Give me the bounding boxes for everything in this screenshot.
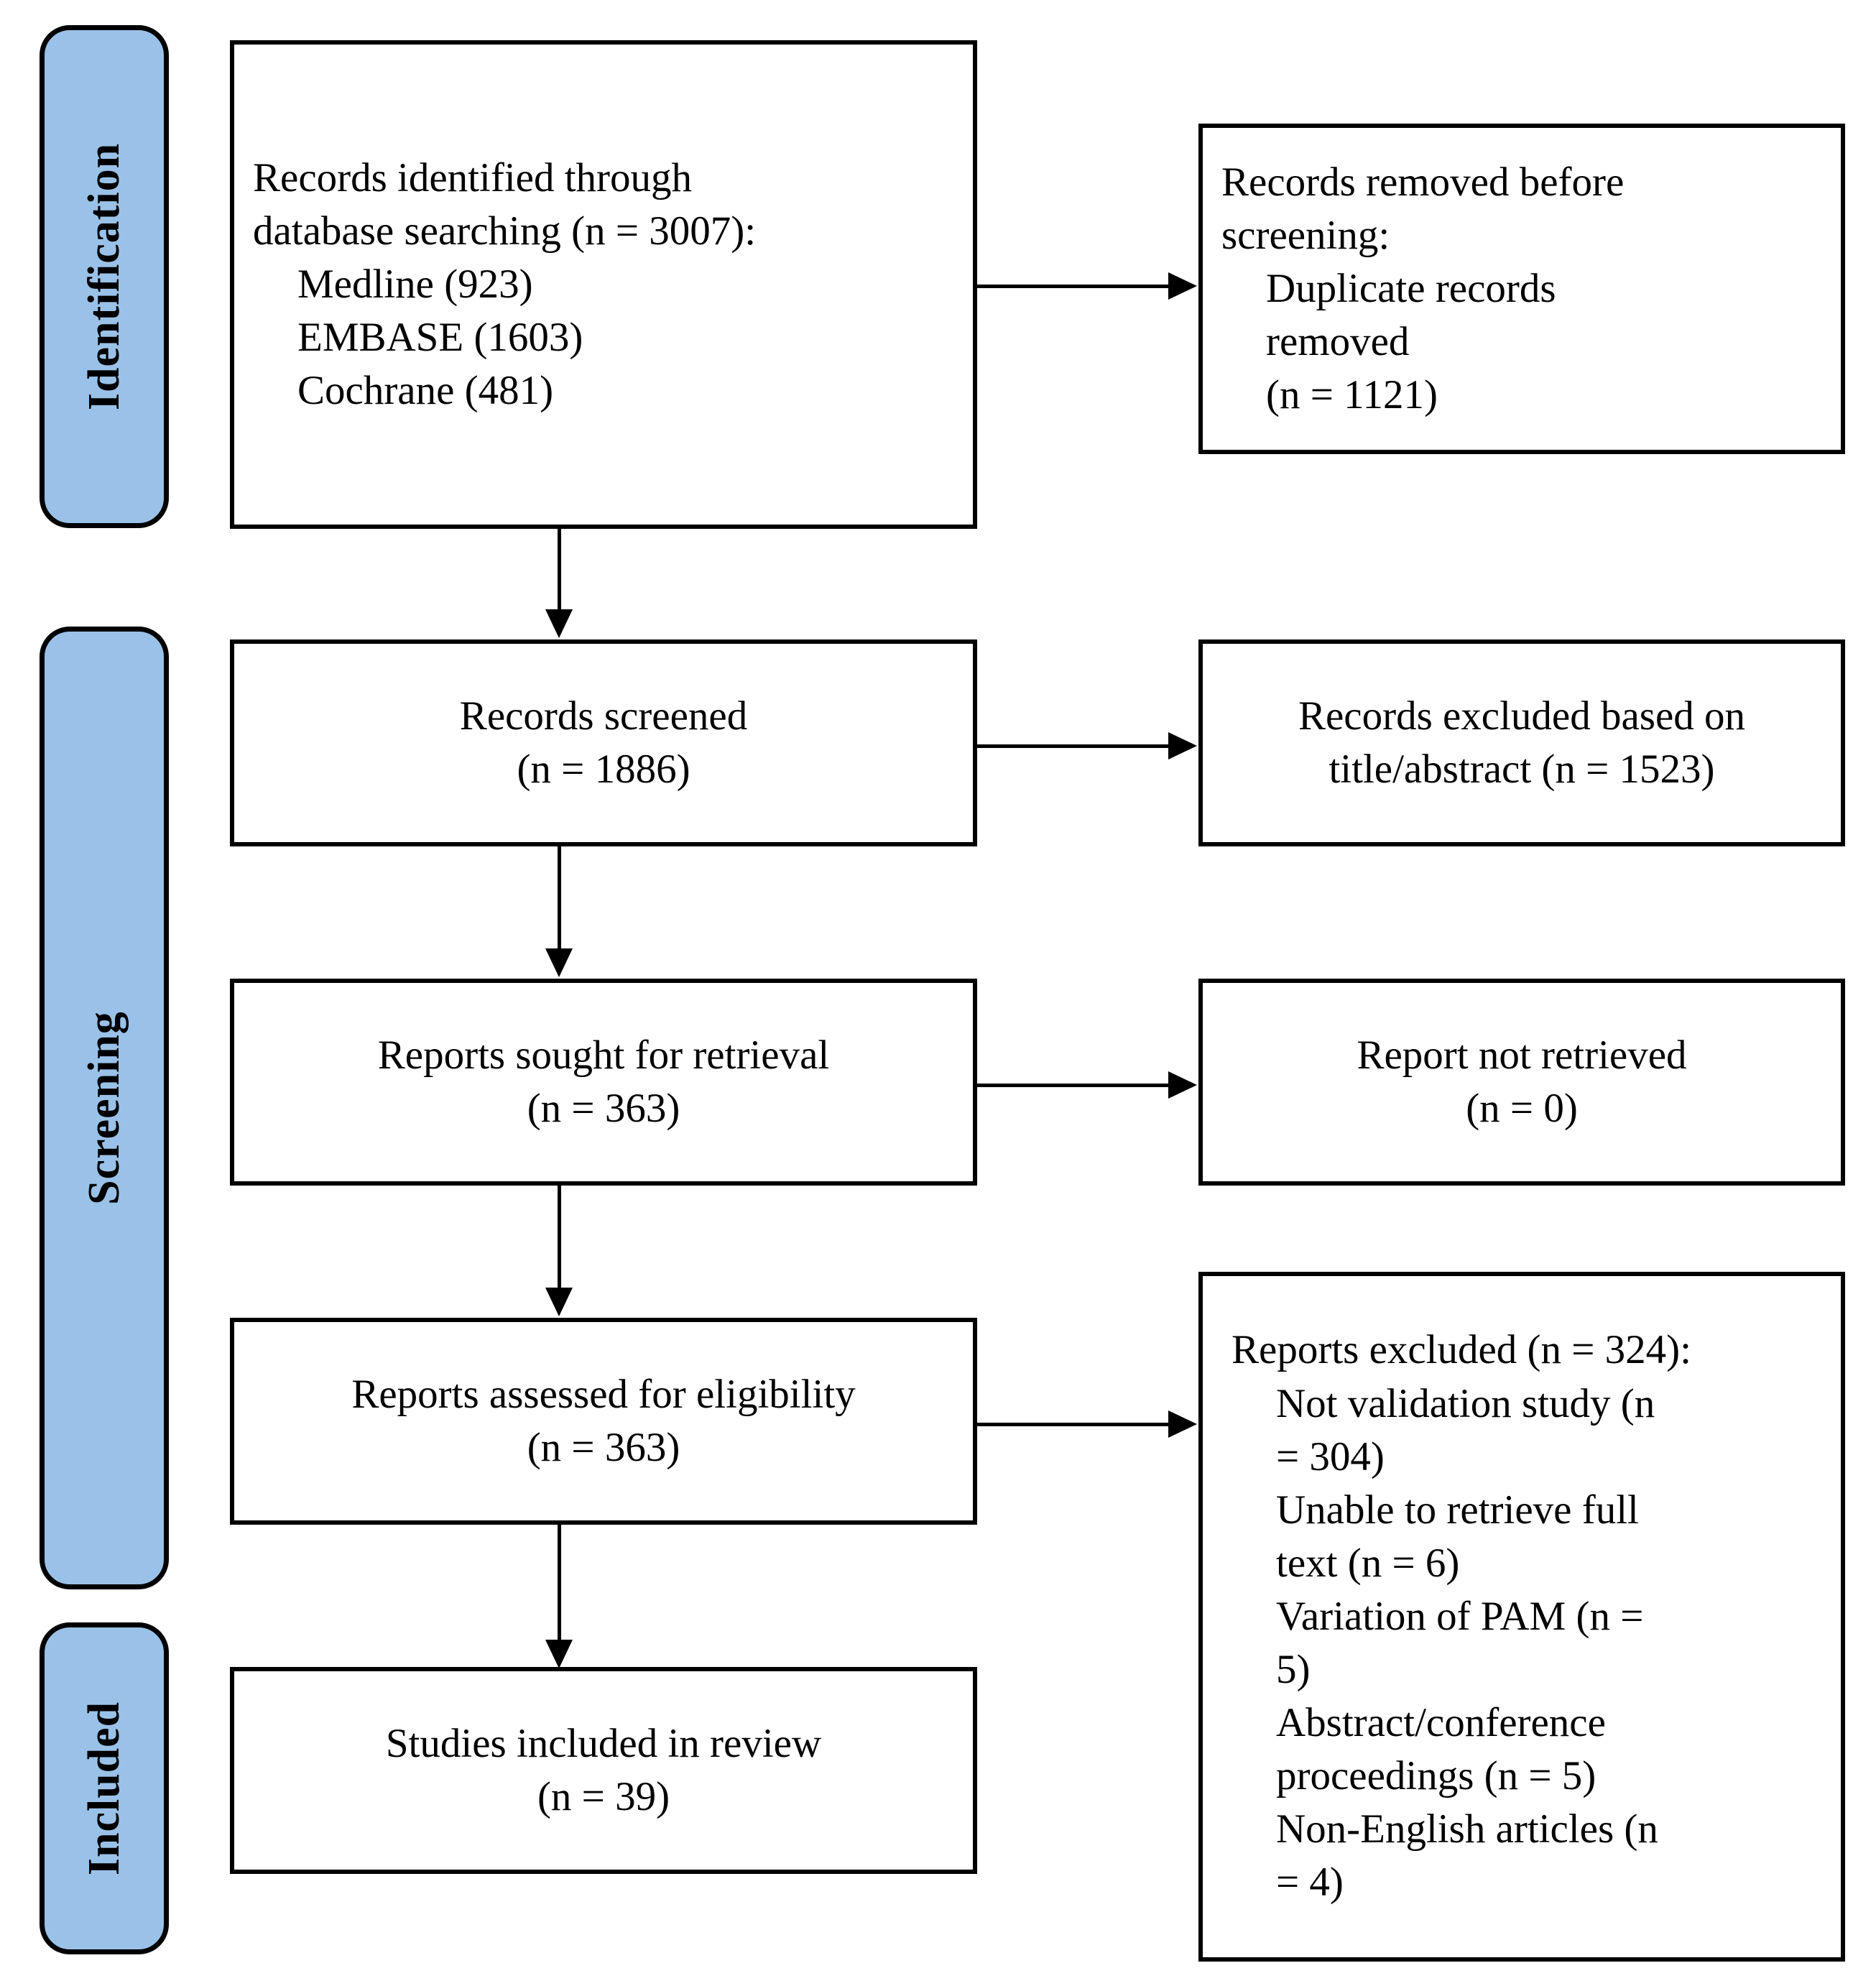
reports-sought-line1: Reports sought for retrieval [377,1032,830,1078]
records-excluded-line1: Records excluded based on [1298,693,1746,739]
reports-excluded-reason1: Not validation study (n [1276,1380,1655,1426]
box-report-not-retrieved: Report not retrieved (n = 0) [1198,979,1845,1186]
studies-included-line1: Studies included in review [385,1720,822,1766]
report-not-retrieved-line1: Report not retrieved [1357,1032,1687,1078]
arrowhead-sought-to-assessed [545,1288,573,1316]
stage-label-included: Included [80,1701,129,1876]
stage-label-screening: Screening [80,1011,129,1205]
arrowhead-assessed-to-included [545,1640,573,1668]
reports-excluded-heading: Reports excluded (n = 324): [1232,1327,1691,1373]
box-records-excluded-text: Records excluded based on title/abstract … [1203,690,1841,796]
arrowhead-assessed-to-excluded [1168,1410,1197,1438]
records-screened-line1: Records screened [459,693,748,739]
records-identified-source-embase: EMBASE (1603) [297,315,583,361]
records-identified-source-medline: Medline (923) [297,261,533,307]
reports-excluded-reason1-cont: = 304) [1276,1433,1385,1479]
reports-excluded-reason3: Variation of PAM (n = [1276,1593,1644,1639]
box-reports-assessed-text: Reports assessed for eligibility (n = 363… [234,1368,973,1474]
records-identified-line1: Records identified through [253,154,693,200]
box-report-not-retrieved-text: Report not retrieved (n = 0) [1203,1029,1841,1135]
records-removed-line3: Duplicate records [1266,265,1556,311]
connector-assessed-to-included [558,1525,561,1645]
box-reports-sought: Reports sought for retrieval (n = 363) [230,979,977,1186]
reports-sought-line2: (n = 363) [527,1086,680,1131]
box-records-removed-text: Records removed before screening: Duplicat… [1203,156,1841,422]
box-records-screened-text: Records screened (n = 1886) [234,690,973,796]
arrowhead-screened-to-sought [545,948,573,977]
box-records-identified: Records identified through database searc… [230,40,977,529]
stage-pill-identification: Identification [40,25,169,528]
records-screened-line2: (n = 1886) [517,747,690,792]
connector-screened-to-excluded [977,744,1170,748]
box-records-excluded: Records excluded based on title/abstract … [1198,639,1845,846]
reports-excluded-reason5-cont: = 4) [1276,1860,1344,1906]
arrowhead-identified-to-removed [1168,272,1197,300]
reports-assessed-line2: (n = 363) [527,1425,680,1470]
reports-excluded-reason5: Non-English articles (n [1276,1806,1658,1852]
box-records-identified-text: Records identified through database searc… [234,152,973,417]
arrowhead-screened-to-excluded [1168,732,1197,759]
connector-screened-to-sought [558,846,561,954]
box-studies-included-text: Studies included in review (n = 39) [234,1717,973,1824]
records-identified-line2: database searching (n = 3007): [253,208,757,254]
reports-excluded-reason2: Unable to retrieve full [1276,1487,1639,1533]
reports-excluded-reason3-cont: 5) [1276,1647,1311,1693]
arrowhead-identified-to-screened [545,609,573,638]
studies-included-line2: (n = 39) [537,1774,670,1819]
arrowhead-sought-to-not-retrieved [1168,1071,1197,1099]
records-removed-line4: removed [1266,319,1410,365]
box-reports-excluded: Reports excluded (n = 324): Not validatio… [1198,1272,1845,1962]
connector-assessed-to-excluded [977,1423,1170,1426]
connector-identified-to-screened [558,529,561,614]
reports-assessed-line1: Reports assessed for eligibility [351,1371,856,1417]
records-removed-line5: (n = 1121) [1266,372,1438,418]
box-records-removed: Records removed before screening: Duplicat… [1198,124,1845,454]
connector-sought-to-assessed [558,1186,561,1293]
stage-label-identification: Identification [80,142,129,411]
box-reports-excluded-text: Reports excluded (n = 324): Not validatio… [1203,1324,1841,1909]
records-identified-source-cochrane: Cochrane (481) [297,368,554,414]
reports-excluded-reason4-cont: proceedings (n = 5) [1276,1753,1597,1799]
records-removed-line1: Records removed before [1221,159,1625,205]
stage-pill-screening: Screening [40,627,169,1589]
reports-excluded-reason4: Abstract/conference [1276,1700,1606,1746]
records-excluded-line2: title/abstract (n = 1523) [1329,747,1715,792]
box-studies-included: Studies included in review (n = 39) [230,1667,977,1874]
records-removed-line2: screening: [1221,212,1390,258]
connector-identified-to-removed [977,285,1170,288]
connector-sought-to-not-retrieved [977,1084,1170,1087]
box-reports-sought-text: Reports sought for retrieval (n = 363) [234,1029,973,1135]
box-records-screened: Records screened (n = 1886) [230,639,977,846]
report-not-retrieved-line2: (n = 0) [1466,1086,1578,1131]
stage-pill-included: Included [40,1622,169,1954]
reports-excluded-reason2-cont: text (n = 6) [1276,1540,1460,1586]
box-reports-assessed: Reports assessed for eligibility (n = 363… [230,1318,977,1525]
